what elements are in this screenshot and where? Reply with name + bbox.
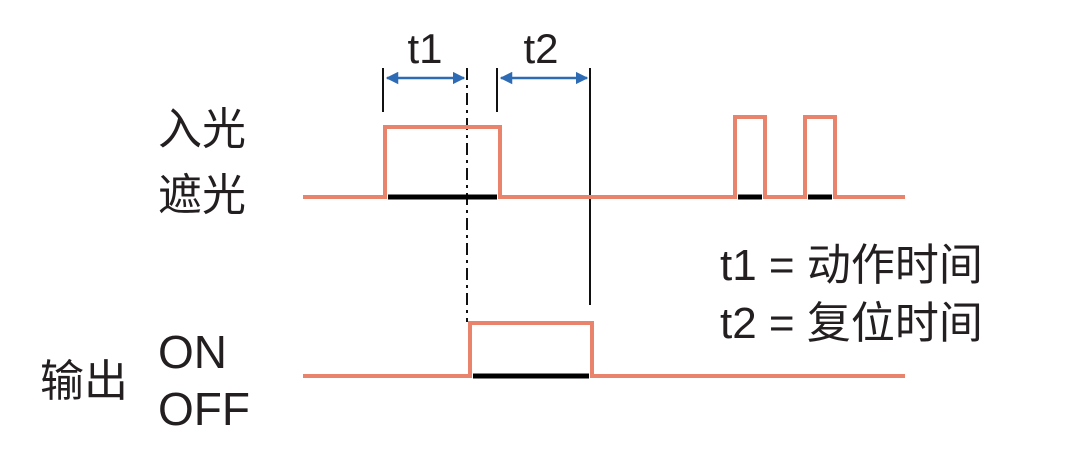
t1-marker-label: t1 [407,25,442,72]
output-signal-waveform [303,321,905,378]
output-label: 输出 [40,357,128,406]
input-light-label: 入光 [158,105,246,154]
input-blocked-label: 遮光 [158,171,246,220]
output-off-label: OFF [158,383,250,435]
t2-marker-label: t2 [523,25,558,72]
legend-t2-definition: t2 = 复位时间 [720,299,983,348]
input-signal-waveform [303,115,905,199]
legend-t1-definition: t1 = 动作时间 [720,241,983,290]
output-on-label: ON [158,326,227,378]
